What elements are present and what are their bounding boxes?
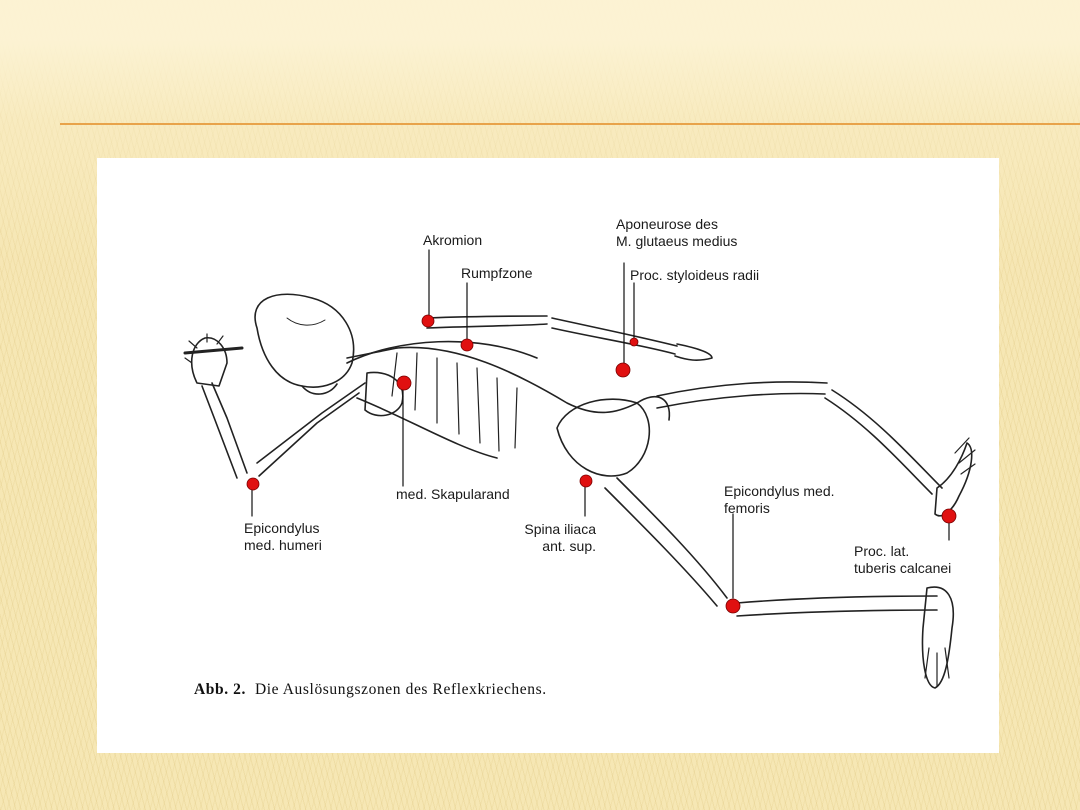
left-tibia <box>736 595 938 604</box>
label-akromion: Akromion <box>423 232 483 248</box>
label-aponeurose: Aponeurose des M. glutaeus medius <box>616 216 738 249</box>
caption-text: Die Auslösungszonen des Reflexkriechens. <box>254 681 547 698</box>
marker-epicondylus-humeri <box>246 477 260 491</box>
scapula <box>364 371 404 417</box>
marker-proc-styloideus <box>629 337 639 347</box>
label-epicondylus-femoris: Epicondylus med. femoris <box>724 483 835 516</box>
right-hand <box>674 343 713 361</box>
skull <box>254 293 355 388</box>
left-foot <box>921 586 954 689</box>
marker-akromion <box>421 314 435 328</box>
marker-aponeurose <box>615 362 631 378</box>
label-spina-iliaca: Spina iliaca ant. sup. <box>524 521 596 554</box>
pelvis <box>556 398 651 477</box>
ribcage-lower <box>356 397 498 459</box>
right-foot <box>934 442 973 517</box>
title-divider <box>60 123 1080 125</box>
left-forearm <box>211 382 248 474</box>
right-forearm <box>551 317 678 347</box>
marker-epicondylus-femoris <box>725 598 741 614</box>
left-humerus <box>256 382 366 464</box>
marker-spina <box>579 474 593 488</box>
label-proc-calcanei: Proc. lat. tuberis calcanei <box>854 543 952 576</box>
right-humerus <box>426 315 548 319</box>
caption-lead: Abb. 2. <box>194 681 247 698</box>
jaw <box>301 383 338 395</box>
ribcage-upper <box>346 340 538 364</box>
marker-skapularand <box>396 375 412 391</box>
right-tibia <box>831 389 943 489</box>
skeleton-figure: Akromion Rumpfzone Aponeurose des M. glu… <box>97 158 999 753</box>
label-rumpfzone: Rumpfzone <box>461 265 533 281</box>
left-hand <box>190 337 228 387</box>
figure-caption: Abb. 2. Die Auslösungszonen des Reflexkr… <box>194 681 547 699</box>
marker-calcanei <box>941 508 957 524</box>
right-femur <box>656 381 828 397</box>
skeleton-drawing <box>183 249 976 689</box>
trigger-markers <box>246 314 957 614</box>
marker-rumpfzone <box>460 338 474 352</box>
spine <box>396 346 638 414</box>
label-epicondylus-humeri: Epicondylus med. humeri <box>244 520 322 553</box>
label-med-skapularand: med. Skapularand <box>396 486 510 502</box>
left-femur <box>616 477 728 599</box>
label-proc-styloideus: Proc. styloideus radii <box>630 267 760 283</box>
